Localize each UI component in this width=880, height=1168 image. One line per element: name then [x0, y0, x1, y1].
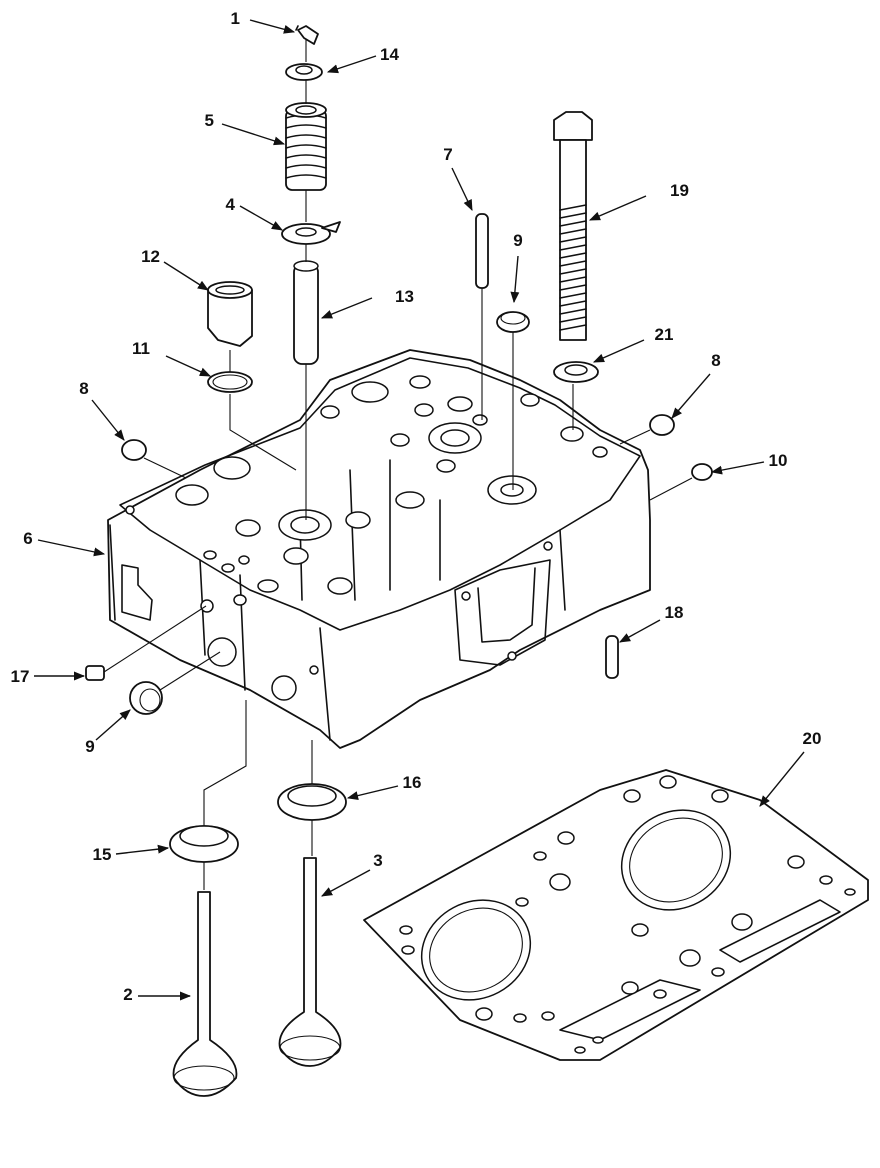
callout-leader-c12	[163, 261, 209, 291]
callout-leader-c8a	[91, 399, 125, 441]
injector-sleeve	[207, 281, 253, 347]
exhaust-seat-insert	[277, 783, 347, 821]
callout-label-c1: 1	[231, 9, 240, 28]
callout-label-c3: 3	[373, 851, 382, 870]
intake-seat-insert	[169, 825, 239, 863]
callout-label-c6: 6	[23, 529, 32, 548]
exhaust-valve	[278, 857, 342, 1067]
callout-leader-c7	[451, 167, 473, 212]
callout-label-c8a: 8	[79, 379, 88, 398]
valve-keeper	[295, 25, 319, 45]
expansion-plug-top	[496, 311, 530, 333]
callout-leader-c1	[249, 19, 296, 34]
locating-sleeve	[605, 635, 619, 679]
bolt-washer	[553, 361, 599, 383]
expansion-plug-front	[129, 681, 163, 715]
callout-label-c13: 13	[395, 287, 414, 306]
callout-leader-c5	[221, 123, 286, 146]
small-plug-right	[691, 463, 713, 481]
cylinder-head	[107, 349, 651, 749]
callout-leader-c9b	[95, 709, 131, 741]
callout-leader-c13	[320, 297, 373, 319]
callout-label-c19: 19	[670, 181, 689, 200]
head-gasket	[363, 769, 869, 1061]
callout-label-c2: 2	[123, 985, 132, 1004]
head-bolt	[553, 111, 593, 341]
callout-leader-c11	[165, 355, 212, 377]
callout-label-c7: 7	[443, 145, 452, 164]
dowel-pin	[475, 213, 489, 289]
callout-label-c11: 11	[132, 339, 150, 358]
callout-leader-c15	[115, 844, 170, 855]
callout-label-c21: 21	[655, 325, 674, 344]
callout-label-c18: 18	[665, 603, 684, 622]
callout-label-c14: 14	[380, 45, 399, 64]
callout-label-c9b: 9	[85, 737, 94, 756]
callout-leader-c16	[346, 785, 399, 801]
assembly-lines	[103, 40, 693, 890]
valve-rotator	[281, 221, 341, 245]
callout-label-c5: 5	[205, 111, 214, 130]
pipe-plug-right	[649, 414, 675, 436]
callout-leader-c20	[759, 751, 805, 807]
callout-label-c10: 10	[769, 451, 788, 470]
valve-spring	[285, 102, 327, 191]
callout-label-c8b: 8	[711, 351, 720, 370]
callout-leader-c18	[619, 619, 661, 643]
callout-label-c20: 20	[803, 729, 822, 748]
valve-guide	[293, 260, 319, 365]
callout-label-c15: 15	[93, 845, 112, 864]
pipe-plug-left	[121, 439, 147, 461]
o-ring	[207, 371, 253, 393]
spring-retainer	[285, 63, 323, 81]
callout-label-c9a: 9	[513, 231, 522, 250]
callout-leader-c9a	[510, 255, 520, 304]
callout-label-c17: 17	[11, 667, 30, 686]
callout-leader-c6	[37, 539, 106, 557]
callout-leader-c14	[326, 55, 377, 74]
callout-leader-c8b	[671, 373, 711, 419]
set-screw	[85, 665, 105, 681]
callout-leader-c19	[588, 195, 647, 221]
intake-valve	[172, 891, 238, 1097]
callout-label-c4: 4	[226, 195, 236, 214]
callout-label-c16: 16	[403, 773, 422, 792]
callout-label-c12: 12	[141, 247, 160, 266]
callout-leader-c21	[592, 339, 645, 363]
callout-layer: 1 14 5 4 12 13 11 7 9 19 21 8 8 10 6 18 17 9 20 16 15 3 2	[11, 9, 822, 1004]
callout-leader-c3	[321, 869, 371, 897]
callout-leader-c10	[710, 461, 765, 475]
callout-leader-c4	[239, 205, 283, 231]
